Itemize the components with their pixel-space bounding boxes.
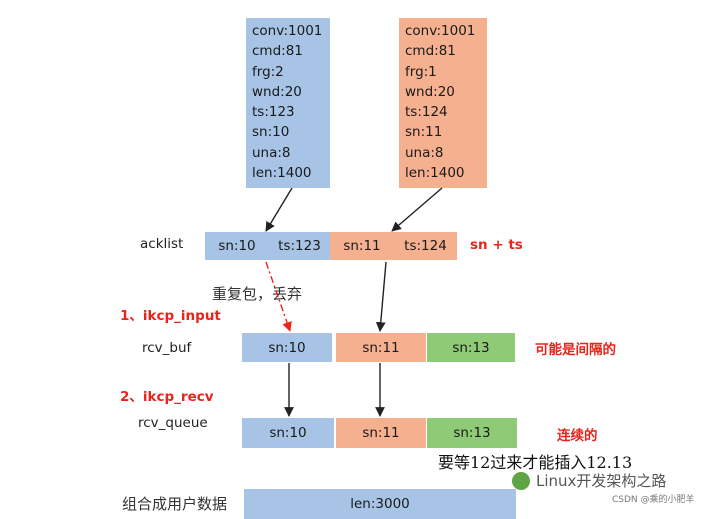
arrow-acklist-to-rcvbuf (375, 261, 387, 332)
wait-note: 要等12过来才能插入12.13 (438, 453, 633, 472)
rcv-queue-cell: sn:10 (242, 418, 334, 448)
segment-field: una:8 (405, 144, 444, 161)
arrow-duplicate-discard (265, 261, 292, 332)
segment-field: cmd:81 (405, 43, 456, 60)
acklist-label: acklist (140, 236, 184, 252)
segment-field: len:1400 (252, 165, 312, 182)
segment-field: wnd:20 (405, 83, 455, 100)
rcv-buf-cell: sn:11 (336, 333, 426, 362)
rcv-buf-note: 可能是间隔的 (535, 342, 616, 358)
arrow-left-segment-to-acklist (265, 187, 293, 232)
rcv-queue-cell: sn:11 (336, 418, 426, 448)
acklist-cell: ts:124 (394, 232, 457, 260)
rcv-queue-label: rcv_queue (138, 415, 208, 431)
segment-field: sn:11 (405, 124, 443, 141)
segment-header-left: conv:1001 cmd:81 frg:2 wnd:20 ts:123 sn:… (246, 18, 330, 188)
step2-label: 2、ikcp_recv (120, 389, 214, 405)
segment-field: cmd:81 (252, 43, 303, 60)
acklist-cell: sn:10 (205, 232, 269, 260)
rcv-queue-cell: sn:13 (427, 418, 517, 448)
segment-field: ts:124 (405, 104, 448, 121)
acklist-cell: sn:11 (330, 232, 394, 260)
segment-field: conv:1001 (252, 23, 323, 39)
segment-field: len:1400 (405, 165, 465, 182)
segment-field: wnd:20 (252, 83, 302, 100)
acklist-cell: ts:123 (269, 232, 330, 260)
segment-field: ts:123 (252, 104, 295, 121)
watermark-logo-icon (512, 472, 530, 490)
duplicate-note: 重复包，丢弃 (212, 285, 303, 303)
segment-header-right: conv:1001 cmd:81 frg:1 wnd:20 ts:124 sn:… (399, 18, 487, 188)
rcv-queue-note: 连续的 (557, 428, 598, 444)
watermark: Linux开发架构之路 (536, 472, 667, 490)
rcv-buf-cell: sn:13 (427, 333, 515, 362)
credit: CSDN @乘的小肥羊 (612, 495, 695, 505)
arrow-right-segment-to-acklist (391, 187, 443, 232)
segment-field: conv:1001 (405, 23, 476, 39)
step1-label: 1、ikcp_input (120, 308, 221, 324)
segment-field: frg:2 (252, 63, 284, 80)
segment-field: sn:10 (252, 124, 290, 141)
acklist-note: sn + ts (470, 237, 523, 253)
segment-field: frg:1 (405, 63, 437, 80)
rcv-buf-cell: sn:10 (242, 333, 332, 362)
rcv-buf-label: rcv_buf (142, 340, 192, 356)
segment-field: una:8 (252, 144, 291, 161)
arrows-layer (265, 187, 443, 417)
